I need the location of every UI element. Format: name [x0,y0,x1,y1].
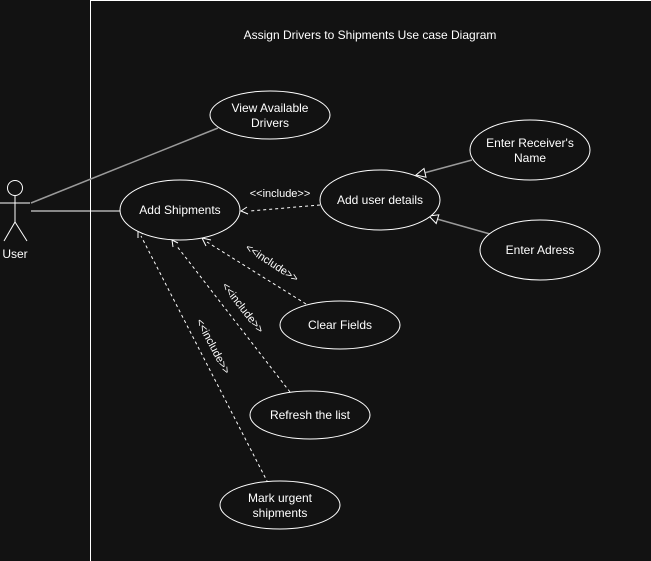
include-label-mark-urgent: <<include>> [193,317,232,376]
diagram-title: Assign Drivers to Shipments Use case Dia… [244,28,497,42]
use-case-clear-fields[interactable]: Clear Fields [279,300,401,350]
include-refresh-list-arrow [171,239,179,248]
actor-leg-left [3,221,16,242]
use-case-view-available-drivers[interactable]: View Available Drivers [209,90,331,140]
use-case-enter-address[interactable]: Enter Adress [479,219,601,281]
include-clear-fields-arrow [201,237,212,247]
use-case-label-line: Clear Fields [308,318,372,332]
use-case-label-line: shipments [253,506,308,520]
include-user-details-arrow [239,206,249,215]
generalization-receiver [423,159,473,174]
use-case-label-line: Name [514,151,546,165]
use-case-refresh-the-list[interactable]: Refresh the list [249,390,371,440]
include-mark-urgent-line [140,235,269,484]
generalization-address-head [427,214,440,225]
use-case-label-line: Add Shipments [139,203,220,217]
actor-leg-right [14,221,28,242]
include-label-refresh-list: <<include>> [219,281,266,336]
use-case-label-line: Refresh the list [270,408,351,422]
use-case-add-shipments[interactable]: Add Shipments [119,179,241,241]
include-refresh-list-line [175,244,291,393]
include-user-details-line [249,204,321,212]
use-case-label-line: Add user details [337,193,423,207]
actor-label: User [2,247,27,261]
generalization-receiver-head [414,167,427,178]
association-user-view-drivers [30,127,219,204]
use-case-add-user-details[interactable]: Add user details [319,169,441,231]
use-case-label-line: View Available [232,101,309,115]
use-case-label-line: Mark urgent [248,491,313,505]
include-label-user-details: <<include>> [250,188,311,200]
use-case-enter-receiver-name[interactable]: Enter Receiver's Name [469,119,591,181]
system-boundary [90,0,651,561]
generalization-address [436,218,491,235]
use-case-label-line: Enter Receiver's [486,136,574,150]
actor-head [7,180,23,196]
use-case-label-line: Drivers [251,116,289,130]
include-clear-fields-line [206,241,307,305]
include-label-clear-fields: <<include>> [243,242,300,285]
user-actor: User [0,180,30,261]
use-case-label-line: Enter Adress [506,243,575,257]
use-case-mark-urgent-shipments[interactable]: Mark urgent shipments [219,480,341,530]
